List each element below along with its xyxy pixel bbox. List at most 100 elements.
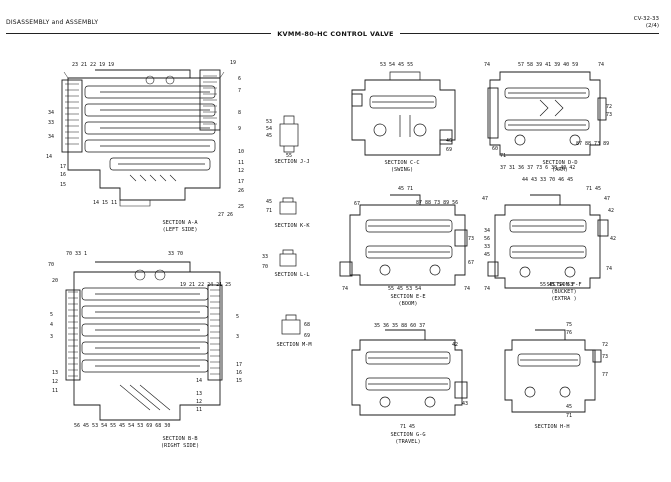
callout-d-right-1: 72 — [606, 104, 612, 110]
callout-e-left-0: 67 — [354, 201, 360, 207]
callout-a-right-7: 12 — [238, 168, 244, 174]
callout-a-left-4: 17 — [60, 164, 66, 170]
callout-f-left-3: 33 — [484, 244, 490, 250]
callout-d-right-0: 74 — [598, 62, 604, 68]
drawing-section-e-e — [339, 194, 468, 286]
callout-b-left-3: 4 — [50, 322, 53, 328]
callout-j-0: 53 — [266, 119, 272, 125]
callout-b-left-4: 3 — [50, 334, 53, 340]
callout-f-right-1: 42 — [608, 208, 614, 214]
page-code-sub: (2/4) — [645, 23, 659, 29]
page-code: CV-32-33 (2/4) — [634, 16, 659, 30]
callout-a-left-3: 14 — [46, 154, 52, 160]
callout-a-br: 27 26 — [218, 212, 233, 218]
callout-a-right-10: 25 — [238, 204, 244, 210]
caption-d-d-title: SECTION D-D — [542, 160, 578, 166]
callout-b-right-4: 15 — [236, 378, 242, 384]
callout-b-left-6: 12 — [52, 379, 58, 385]
callout-j-2: 45 — [266, 133, 272, 139]
callout-k-0: 45 — [266, 199, 272, 205]
caption-m-m-title: SECTION M-M — [276, 342, 312, 348]
caption-l-l-title: SECTION L-L — [274, 272, 310, 278]
callout-l-0: 33 — [262, 254, 268, 260]
callout-f-top2: 71 45 — [586, 186, 601, 192]
callout-a-right-9: 26 — [238, 188, 244, 194]
caption-section-a-a: SECTION A-A (LEFT SIDE) — [140, 220, 220, 234]
callout-a-top: 23 21 22 19 19 — [72, 62, 114, 68]
drawing-section-d-d — [487, 71, 607, 156]
callout-d-right-2: 73 — [606, 112, 612, 118]
callout-b-bottom: 56 45 53 54 55 45 54 53 69 68 30 — [74, 423, 170, 429]
caption-section-l-l: SECTION L-L — [262, 272, 322, 279]
callout-b-right-top: 19 21 22 24 21 25 — [180, 282, 231, 288]
callout-b-left-1: 20 — [52, 278, 58, 284]
callout-f-right-2: 42 — [610, 236, 616, 242]
drawing-section-a-a — [61, 69, 225, 207]
callout-g-right-0: 42 — [452, 342, 458, 348]
callout-a-left-1: 33 — [48, 120, 54, 126]
callout-f-left-1: 34 — [484, 228, 490, 234]
callout-f-left-0: 47 — [482, 196, 488, 202]
callout-d-left-1: 60 — [492, 146, 498, 152]
callout-f-right-0: 47 — [604, 196, 610, 202]
caption-section-h-h: SECTION H-H — [512, 424, 592, 431]
callout-b-top-r: 33 70 — [168, 251, 183, 257]
callout-b-right-6: 13 — [196, 391, 202, 397]
callout-f-left-4: 45 — [484, 252, 490, 258]
callout-j-3: 55 — [286, 153, 292, 159]
callout-h-top-1: 76 — [566, 330, 572, 336]
drawing-section-m-m — [281, 314, 301, 335]
callout-b-right-1: 3 — [236, 334, 239, 340]
page-title: KVMM-80-HC CONTROL VALVE — [0, 30, 671, 38]
caption-section-c-c: SECTION C-C (SWING) — [362, 160, 442, 174]
caption-section-g-g: SECTION G-G (TRAVEL) — [368, 432, 448, 446]
callout-a-right-4: 9 — [238, 126, 241, 132]
caption-h-h-title: SECTION H-H — [534, 424, 570, 430]
callout-h-right-1: 73 — [602, 354, 608, 360]
caption-section-k-k: SECTION K-K — [262, 223, 322, 230]
caption-d-d-sub: (ARM) — [552, 167, 568, 173]
drawing-section-h-h — [504, 329, 602, 413]
caption-g-g-title: SECTION G-G — [390, 432, 426, 438]
callout-b-left-2: 5 — [50, 312, 53, 318]
drawing-section-f-f — [487, 194, 609, 289]
callout-a-left-2: 34 — [48, 134, 54, 140]
page-title-text: KVMM-80-HC CONTROL VALVE — [271, 30, 400, 38]
callout-d-left-2: 71 — [500, 153, 506, 159]
callout-h-right-4: 71 — [566, 413, 572, 419]
callout-a-right-8: 17 — [238, 179, 244, 185]
callout-a-right-6: 11 — [238, 160, 244, 166]
callout-b-left-7: 11 — [52, 388, 58, 394]
callout-c-right-0: 46 — [446, 138, 452, 144]
callout-e-left-1: 74 — [342, 286, 348, 292]
caption-section-j-j: SECTION J-J — [262, 159, 322, 166]
caption-section-b-b: SECTION B-B (RIGHT SIDE) — [140, 436, 220, 450]
callout-g-bottom: 71 45 — [400, 424, 415, 430]
callout-d-top: 57 58 39 41 39 40 59 — [518, 62, 578, 68]
callout-j-1: 54 — [266, 126, 272, 132]
caption-c-c-title: SECTION C-C — [384, 160, 420, 166]
caption-section-d-d: SECTION D-D (ARM) — [520, 160, 600, 174]
callout-a-right-2: 7 — [238, 88, 241, 94]
drawing-section-g-g — [351, 329, 468, 416]
callout-f-bottom: 55 45 54 53 — [540, 282, 573, 288]
callout-l-1: 70 — [262, 264, 268, 270]
callout-e-right-1: 67 — [468, 260, 474, 266]
callout-f-left-2: 56 — [484, 236, 490, 242]
callout-b-left-5: 13 — [52, 370, 58, 376]
callout-g-right-1: 43 — [462, 401, 468, 407]
callout-k-1: 71 — [266, 208, 272, 214]
callout-d-right-3: 87 88 73 89 — [576, 141, 609, 147]
callout-a-left-6: 15 — [60, 182, 66, 188]
callout-b-left-0: 70 — [48, 262, 54, 268]
callout-a-right-0: 19 — [230, 60, 236, 66]
callout-e-right-2: 74 — [464, 286, 470, 292]
drawing-section-k-k — [279, 197, 297, 215]
caption-c-c-sub: (SWING) — [390, 167, 414, 173]
doc-section-label: DISASSEMBLY and ASSEMBLY — [6, 19, 99, 26]
caption-e-e-sub: (BOOM) — [398, 301, 418, 307]
caption-a-a-title: SECTION A-A — [162, 220, 198, 226]
caption-k-k-title: SECTION K-K — [274, 223, 310, 229]
callout-f-top: 44 43 33 70 46 45 — [522, 177, 573, 183]
caption-j-j-title: SECTION J-J — [274, 159, 310, 165]
